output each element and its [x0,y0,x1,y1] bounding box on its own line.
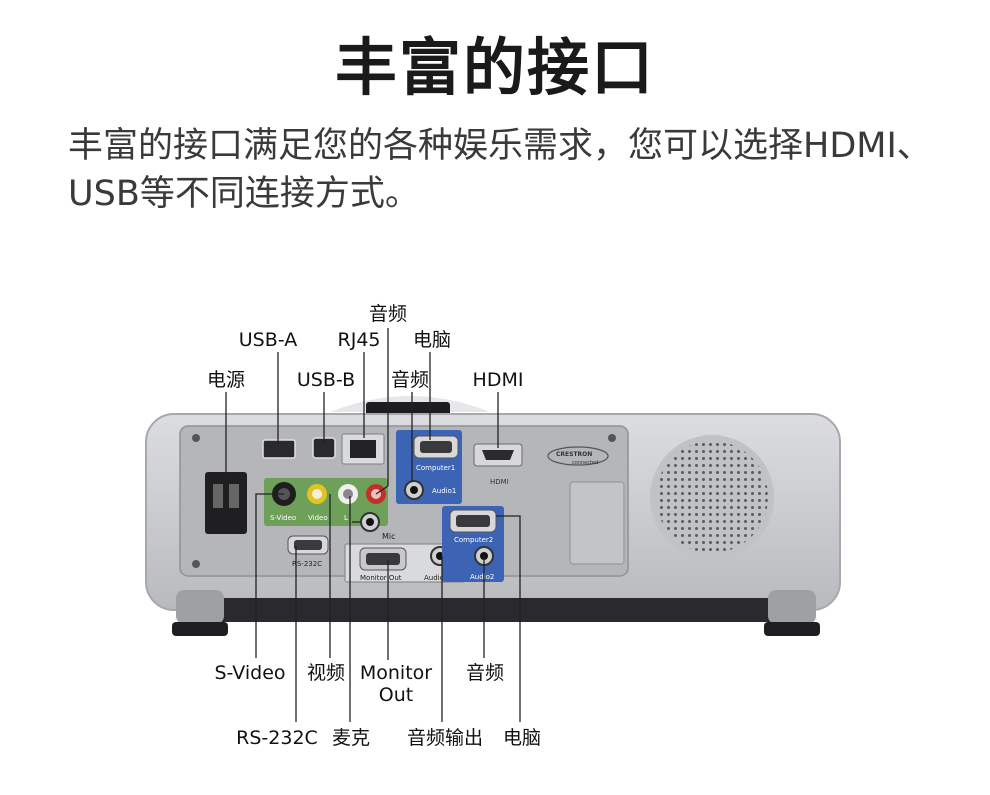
description-text: 丰富的接口满足您的各种娱乐需求，您可以选择HDMI、USB等不同连接方式。 [68,126,932,214]
speaker-grille [650,435,774,559]
rj45-port [341,433,385,465]
label-usb-a: USB-A [238,329,298,351]
side-cover [569,481,625,565]
label-audio-top: 音频 [368,303,408,325]
output-strip: Monitor Out Audio Out [344,543,466,583]
l-text: L [344,514,348,522]
monitor-out-text: Monitor Out [360,574,402,582]
label-audio-right: 音频 [465,662,505,684]
audio1-text: Audio1 [432,487,456,495]
rs232c-text: RS-232C [292,560,322,568]
label-rs232c: RS-232C [236,727,318,749]
av-input-strip: S-Video Video L R [264,478,388,526]
label-audio-mid: 音频 [390,369,430,391]
crestron-logo: CRESTRON connected [547,446,609,466]
mic-text: Mic [382,532,396,541]
label-usb-b: USB-B [296,369,356,391]
computer2-audio2-block: Computer2 Audio2 [442,506,504,582]
callout-lines [225,328,521,722]
label-power: 电源 [206,369,246,391]
mic-jack: Mic [360,512,396,541]
hdmi-port: HDMI [473,443,523,486]
label-hdmi: HDMI [472,369,524,391]
computer1-audio1-block: Computer1 Audio1 [396,430,462,504]
computer1-text: Computer1 [416,464,455,472]
usb-a-port [262,439,296,459]
hdmi-text: HDMI [490,478,509,486]
label-computer-bottom: 电脑 [502,727,542,749]
rs232c-port: RS-232C [287,535,329,568]
s-video-text: S-Video [270,514,296,522]
label-monitor-out: Monitor Out [359,662,433,706]
audio2-text: Audio2 [470,573,494,581]
crestron-line1: CRESTRON [556,451,592,458]
label-rj45: RJ45 [337,329,381,351]
page-title: 丰富的接口 [334,31,655,104]
label-s-video: S-Video [214,662,286,684]
power-inlet [205,472,247,534]
label-computer-top: 电脑 [412,329,452,351]
label-mic: 麦克 [331,727,371,749]
crestron-line2: connected [572,460,598,466]
video-text: Video [308,514,328,522]
label-video: 视频 [306,662,346,684]
label-audio-out: 音频输出 [406,727,484,749]
computer2-text: Computer2 [454,536,493,544]
